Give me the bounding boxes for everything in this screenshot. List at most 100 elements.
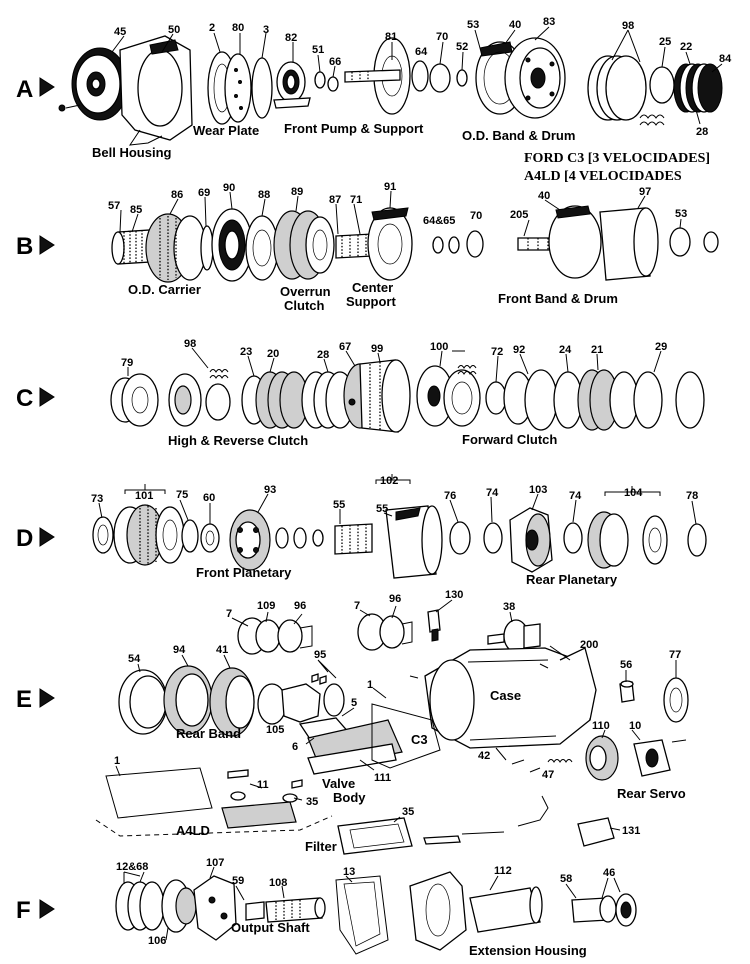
- bushing-52: [456, 69, 468, 87]
- forward-piston-100: [416, 365, 481, 427]
- caption-valve-line-2: Body: [333, 790, 366, 805]
- part-number: 28: [317, 349, 329, 361]
- row-marker-f: F: [16, 897, 55, 924]
- caption-wear-plate: Wear Plate: [193, 123, 259, 138]
- part-number: 55: [333, 499, 345, 511]
- clutch-piston-98: [168, 369, 229, 427]
- part-number: 98: [622, 20, 634, 32]
- bushing-53: [669, 227, 691, 257]
- row-label: D: [16, 525, 33, 552]
- ring-75: [181, 519, 199, 553]
- case: [371, 647, 597, 769]
- accumulator-left: [237, 617, 313, 655]
- ring-25: [649, 66, 675, 104]
- caption-rear-planetary: Rear Planetary: [526, 572, 618, 587]
- row-c-parts: 79 98 23 20 28 67 99 100 72 92 24 21 29 …: [110, 338, 705, 448]
- part-number: 88: [258, 189, 270, 201]
- part-number: 22: [680, 41, 692, 53]
- filter-screen-95: [311, 673, 345, 717]
- row-label: B: [16, 233, 33, 260]
- part-number: 74: [486, 487, 499, 499]
- washer-64: [432, 236, 444, 254]
- caption-filter: Filter: [305, 839, 337, 854]
- caption-c3: C3: [411, 732, 428, 747]
- ring-69: [200, 225, 214, 271]
- part-number: 46: [603, 867, 615, 879]
- part-number: 100: [430, 341, 448, 353]
- governor-106-107: [161, 875, 237, 941]
- part-number: 55: [376, 503, 388, 515]
- washer-78: [687, 523, 707, 557]
- seal-77: [663, 677, 689, 723]
- part-number: 21: [591, 344, 603, 356]
- row-a-parts: 45 50 2 80 3 82 51 66 81 70 64 52 53 40 …: [58, 16, 732, 160]
- ring-gear-104: [587, 511, 668, 569]
- part-number: 2: [209, 22, 215, 34]
- part-number: 87: [329, 194, 341, 206]
- clutch-drum-99: [343, 359, 411, 433]
- row-label: A: [16, 76, 33, 103]
- row-marker-d: D: [16, 525, 55, 552]
- forward-clutch-plates: [503, 369, 705, 431]
- gasket-80: [224, 53, 252, 123]
- seal-58-46: [571, 893, 637, 927]
- caption-rear-servo: Rear Servo: [617, 786, 686, 801]
- part-number: 75: [176, 489, 188, 501]
- part-number: 3: [263, 24, 269, 36]
- part-number: 109: [257, 600, 275, 612]
- part-number: 29: [655, 341, 667, 353]
- part-number: 89: [291, 186, 303, 198]
- part-number: 205: [510, 209, 528, 221]
- caption-overrun-line-1: Overrun: [280, 284, 331, 299]
- caption-output-shaft: Output Shaft: [231, 920, 310, 935]
- parts-11: [221, 769, 303, 829]
- part-number: 77: [669, 649, 681, 661]
- part-number: 56: [620, 659, 632, 671]
- pump-seal-82: [273, 61, 311, 109]
- part-number: 74: [569, 490, 582, 502]
- caption-a4ld: A4LD: [176, 823, 210, 838]
- part-number: 105: [266, 724, 284, 736]
- part-number: 94: [173, 644, 186, 656]
- part-number: 72: [491, 346, 503, 358]
- part-number: 95: [314, 649, 326, 661]
- part-number: 97: [639, 186, 651, 198]
- part-number: 12&68: [116, 861, 148, 873]
- front-planetary: [229, 509, 271, 571]
- part-number: 41: [216, 644, 228, 656]
- arrow-right-icon: [39, 688, 55, 708]
- part-number: 28: [696, 126, 708, 138]
- part-number: 45: [114, 26, 126, 38]
- part-number: 73: [91, 493, 103, 505]
- part-number: 54: [128, 653, 141, 665]
- part-number: 25: [659, 36, 671, 48]
- caption-front-pump: Front Pump & Support: [284, 121, 424, 136]
- gear-90: [211, 208, 253, 282]
- part-number: 92: [513, 344, 525, 356]
- row-e-parts: 7 109 96 7 96 130 38 54 94 41 95 1 200 5…: [95, 589, 689, 855]
- ring-73: [92, 516, 114, 554]
- part-number: 38: [503, 601, 515, 613]
- washer-70: [466, 230, 484, 258]
- part-number: 50: [168, 24, 180, 36]
- caption-overrun-line-2: Clutch: [284, 298, 325, 313]
- thrust-ring-79: [110, 373, 159, 427]
- front-pump: [344, 37, 411, 115]
- part-number: 96: [389, 593, 401, 605]
- part-number: 51: [312, 44, 324, 56]
- rings-12-68: [115, 881, 165, 931]
- part-number: 130: [445, 589, 463, 601]
- row-marker-a: A: [16, 76, 55, 103]
- washer-64: [429, 63, 451, 93]
- extension-housing: [409, 871, 543, 951]
- part-number: 67: [339, 341, 351, 353]
- accumulator-right: [357, 613, 413, 651]
- part-number: 66: [329, 56, 341, 68]
- part-number: 70: [470, 210, 482, 222]
- part-number: 58: [560, 873, 572, 885]
- part-number: 83: [543, 16, 555, 28]
- caption-od-carrier: O.D. Carrier: [128, 282, 201, 297]
- part-number: 24: [559, 344, 572, 356]
- part-number: 60: [203, 492, 215, 504]
- part-number: 40: [509, 19, 521, 31]
